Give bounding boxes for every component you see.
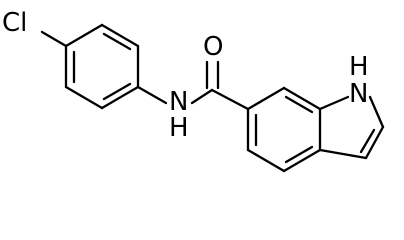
indole-benzene-ring [246,86,322,173]
bond-b3-b4 [282,148,322,173]
bond-c6-c1 [64,23,104,48]
amide-hydrogen-label: H [169,113,189,143]
oxygen-label: O [203,32,223,62]
indole-hydrogen-label: H [349,52,369,82]
bond-b2-b3 [246,148,286,173]
double-bond-inner-3 [102,32,132,51]
bond-c7a-n1 [318,95,350,111]
bond-b5-b6 [282,86,322,111]
bond-c3-c3a [318,148,368,160]
bond-n1-c2 [368,95,385,129]
pyrrole-double-inner [359,128,376,154]
indole-nitrogen-label: N [349,79,368,109]
bond-cl-c1 [40,30,68,48]
double-bond-inner-2 [102,82,132,101]
indole-double-inner-3 [284,95,314,114]
bond-c2-c3 [364,125,385,160]
indole-double-inner-2 [284,145,314,164]
indole-pyrrole-ring [318,95,385,160]
molecule-drawing: Cl O N H H N [2,8,385,173]
bond-n-carbonyl [190,88,214,105]
bond-ring-n [136,85,168,105]
amide-linker [136,60,250,111]
structure-diagram: Cl O N H H N [2,8,385,173]
amide-nitrogen-label: N [169,87,188,117]
chlorophenyl-ring [40,23,140,110]
bond-c5-c6 [100,23,140,48]
bond-c3-c4 [100,85,140,110]
bond-c2-c3 [64,85,104,110]
chlorine-label: Cl [2,8,27,38]
bond-b6-b1 [246,86,286,111]
bond-carbonyl-indole [210,88,250,111]
